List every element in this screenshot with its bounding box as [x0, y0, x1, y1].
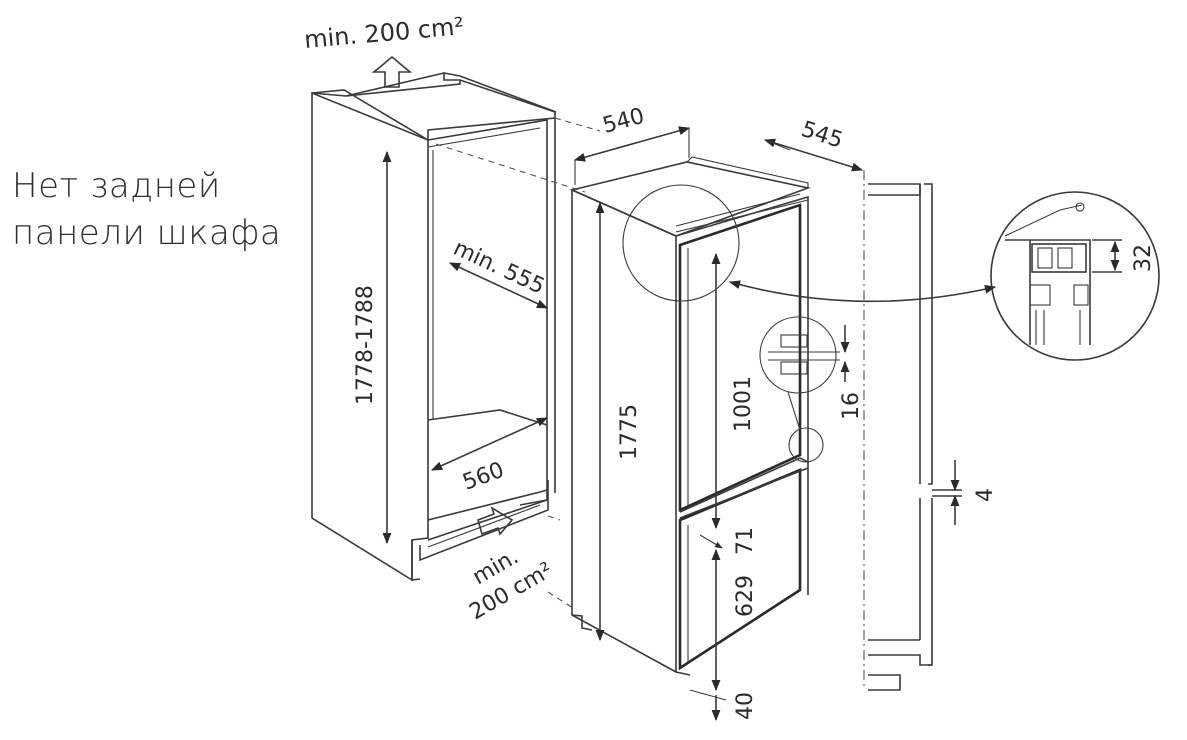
lower-door-label: 629 — [733, 575, 758, 617]
bottom-offset-label: 40 — [733, 692, 758, 720]
no-back-panel-note: Нет задней панели шкафа — [12, 163, 281, 257]
note-line-1: Нет задней — [12, 166, 221, 206]
appliance-depth-label: 545 — [798, 117, 846, 154]
appliance-height-label: 1775 — [617, 404, 642, 460]
niche-width-dimension — [430, 417, 549, 471]
detail-pointer-arrow — [728, 280, 997, 303]
vent-top-label: min. 200 cm² — [303, 12, 465, 54]
vent-up-arrow-icon — [371, 55, 413, 88]
upper-door-label: 1001 — [731, 376, 756, 432]
hinge-gap-label: 16 — [839, 392, 864, 420]
refrigerator-appliance — [569, 156, 811, 676]
top-detail-magnified — [990, 191, 1160, 361]
detail-callout-circle — [622, 184, 740, 302]
note-line-2: панели шкафа — [12, 213, 282, 253]
appliance-width-dimension — [573, 126, 691, 185]
niche-height-label: 1778-1788 — [353, 285, 378, 405]
bottom-offset-dimension — [689, 689, 727, 722]
gap-mid-label: 71 — [733, 527, 758, 555]
side-gap-label: 4 — [973, 488, 998, 502]
vent-bottom-arrow-icon — [477, 506, 514, 536]
niche-depth-label: min. 555 — [449, 236, 548, 300]
appliance-width-label: 540 — [600, 104, 647, 139]
niche-width-label: 560 — [460, 458, 508, 496]
side-section-view — [863, 170, 962, 691]
appliance-depth-dimension — [763, 138, 864, 172]
hinge-detail — [759, 316, 850, 463]
cabinet-niche — [311, 71, 557, 582]
niche-depth-dimension — [448, 262, 549, 309]
detail-top-label: 32 — [1131, 244, 1156, 272]
